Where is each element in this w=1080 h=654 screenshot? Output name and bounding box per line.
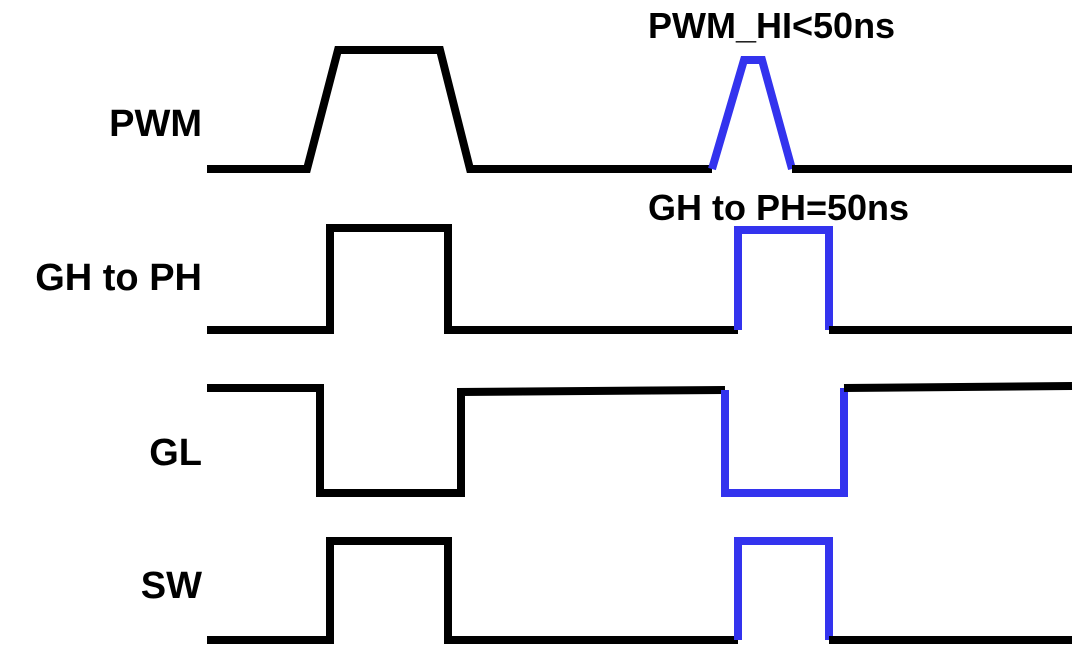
waveform-pwm-short-pulse bbox=[708, 56, 796, 171]
waveform-sw-pulse bbox=[734, 537, 833, 640]
waveform-gl bbox=[207, 384, 726, 497]
signal-label-gl: GL bbox=[149, 432, 202, 474]
waveform-sw bbox=[207, 537, 738, 644]
waveform-gh-to-ph-pulse bbox=[734, 226, 833, 330]
annotation-pwm-hi: PWM_HI<50ns bbox=[648, 5, 895, 46]
signal-label-pwm: PWM bbox=[109, 103, 202, 145]
waveform-pwm bbox=[207, 46, 712, 173]
signal-label-gh-to-ph: GH to PH bbox=[35, 257, 202, 299]
signal-label-sw: SW bbox=[141, 565, 202, 607]
waveform-gh-to-ph bbox=[207, 224, 738, 334]
waveform-gl-pulse bbox=[721, 388, 848, 497]
annotation-gh-to-ph-delay: GH to PH=50ns bbox=[648, 187, 909, 228]
waveform-gl-tail bbox=[843, 382, 1073, 392]
